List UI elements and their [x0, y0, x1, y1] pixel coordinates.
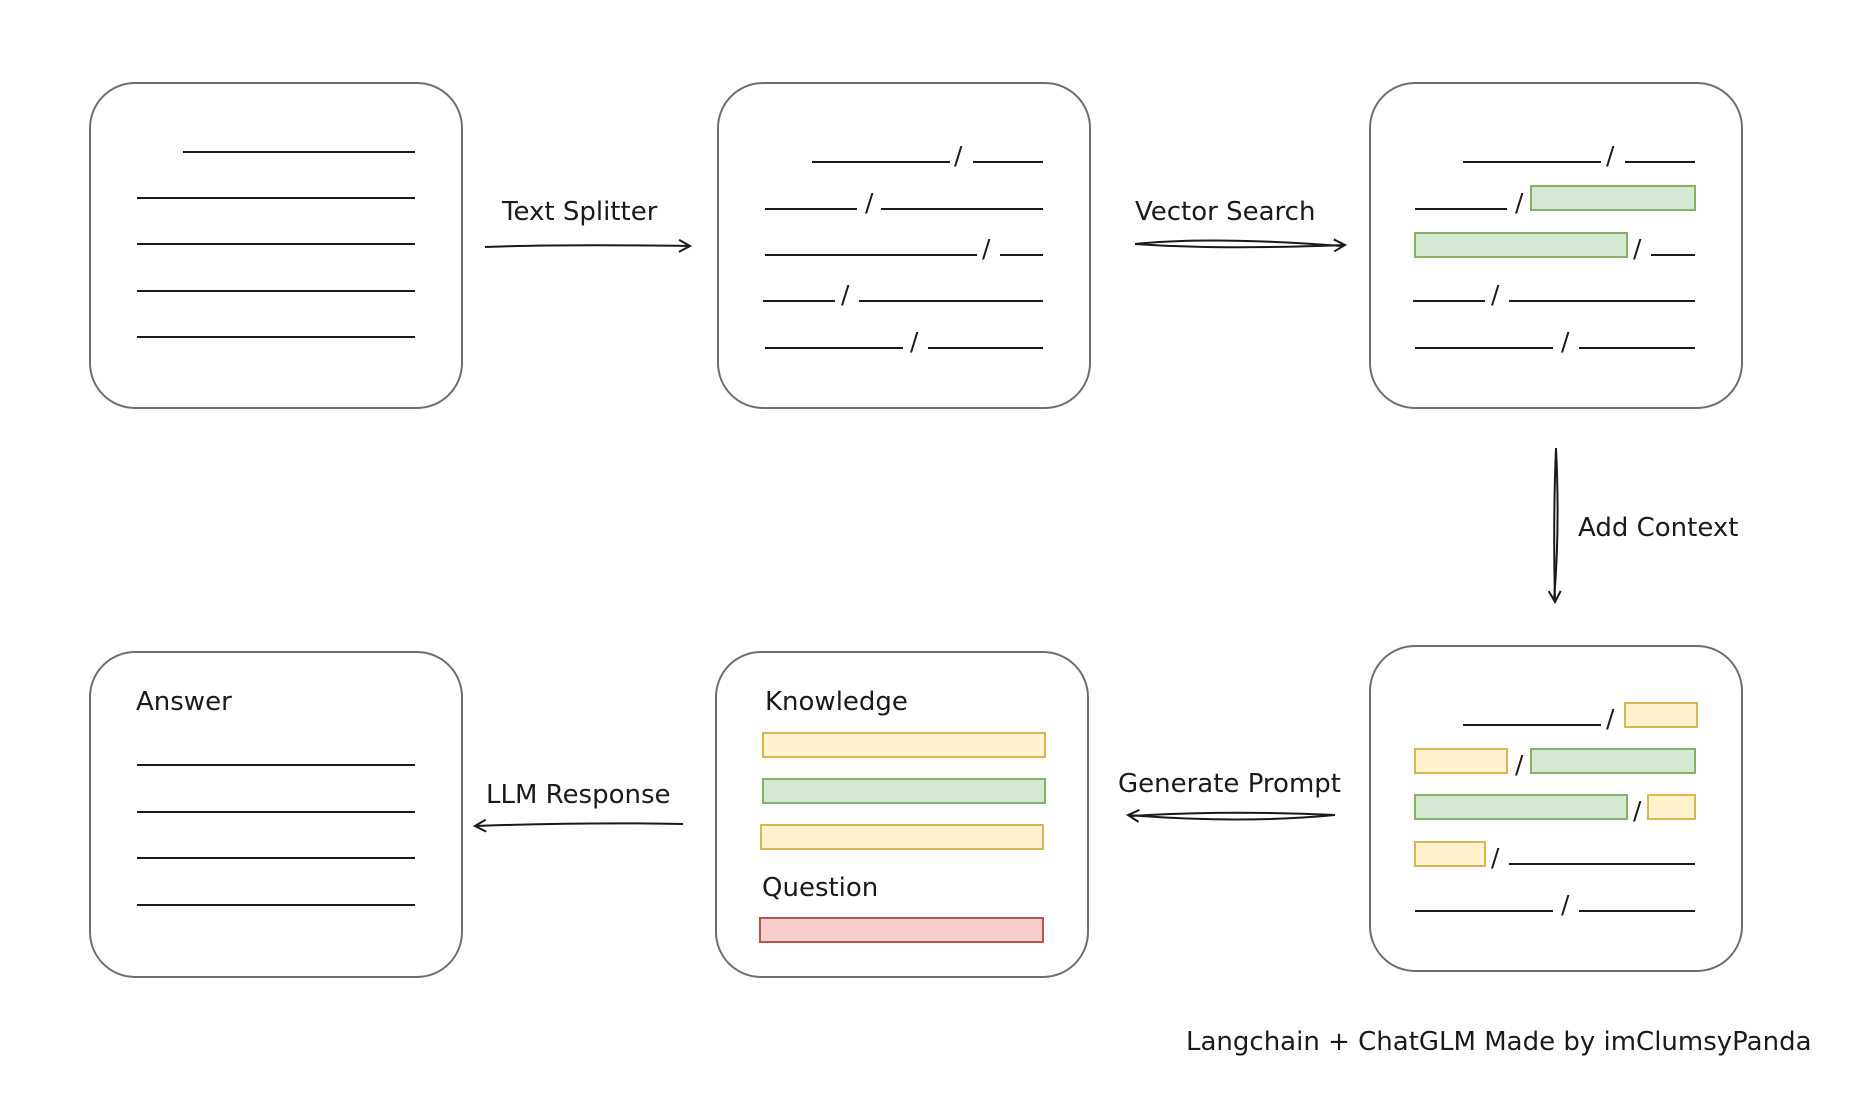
card-prompt: Knowledge Question: [715, 651, 1089, 978]
step-text-splitter: Text Splitter: [484, 197, 690, 247]
svg-text:/: /: [1491, 843, 1500, 872]
chunk-row: /: [1414, 232, 1695, 263]
step-add-context: Add Context: [1553, 447, 1738, 602]
svg-text:/: /: [841, 280, 850, 309]
chunk-row: /: [1463, 702, 1698, 733]
knowledge-block: [762, 732, 1046, 758]
prompt-chunk-highlight: [1414, 841, 1486, 867]
svg-text:/: /: [1561, 890, 1570, 919]
arrow-stroke: [1553, 447, 1559, 601]
prompt-chunk-highlight: [1624, 702, 1698, 728]
chunk-row: /: [765, 234, 1043, 263]
answer-title: Answer: [136, 687, 232, 717]
step-label: LLM Response: [486, 780, 671, 810]
question-block: [759, 917, 1044, 943]
chunk-row: /: [1414, 794, 1696, 825]
arrow-stroke: [1134, 239, 1343, 247]
knowledge-block: [762, 778, 1046, 804]
card-search-matches: / / / / /: [1369, 82, 1743, 409]
step-label: Generate Prompt: [1118, 769, 1341, 799]
chunk-row: /: [1414, 841, 1695, 872]
card-answer: Answer: [89, 651, 463, 978]
chunk-row: /: [765, 188, 1043, 217]
step-label: Vector Search: [1135, 197, 1315, 227]
step-generate-prompt: Generate Prompt: [1118, 769, 1341, 820]
step-label: Text Splitter: [501, 197, 658, 227]
step-vector-search: Vector Search: [1134, 197, 1345, 247]
knowledge-block: [760, 824, 1044, 850]
card-split-chunks: / / / / /: [717, 82, 1091, 409]
matched-chunk-highlight: [1414, 794, 1628, 820]
svg-text:/: /: [910, 327, 919, 356]
chunk-row: /: [812, 141, 1043, 170]
svg-text:/: /: [1606, 704, 1615, 733]
card-context-chunks: / / / / /: [1369, 645, 1743, 972]
footer-credit: Langchain + ChatGLM Made by imClumsyPand…: [1186, 1027, 1812, 1057]
knowledge-title: Knowledge: [765, 687, 908, 717]
chunk-row: /: [1414, 748, 1696, 779]
prompt-chunk-highlight: [1414, 748, 1508, 774]
chunk-row: /: [1463, 141, 1695, 170]
svg-text:/: /: [954, 141, 963, 170]
svg-text:/: /: [1633, 796, 1642, 825]
chunk-row: /: [1415, 890, 1695, 919]
matched-chunk-highlight: [1530, 185, 1696, 211]
arrow-right-icon: [1134, 244, 1345, 247]
chunk-row: /: [763, 280, 1043, 309]
svg-text:/: /: [1633, 234, 1642, 263]
arrow-left-icon: [475, 823, 684, 826]
question-title: Question: [762, 873, 878, 903]
arrow-stroke: [1129, 811, 1336, 817]
svg-text:/: /: [1515, 188, 1524, 217]
chunk-row: /: [1415, 185, 1696, 217]
matched-chunk-highlight: [1414, 232, 1628, 258]
chunk-row: /: [765, 327, 1043, 356]
card-source-document: [89, 82, 463, 409]
svg-text:/: /: [865, 188, 874, 217]
svg-text:/: /: [1515, 750, 1524, 779]
matched-chunk-highlight: [1530, 748, 1696, 774]
step-llm-response: LLM Response: [475, 780, 684, 826]
svg-text:/: /: [1606, 141, 1615, 170]
chunk-row: /: [1415, 327, 1695, 356]
arrow-left-icon: [1128, 815, 1336, 820]
svg-text:/: /: [1561, 327, 1570, 356]
arrow-right-icon: [484, 245, 690, 247]
svg-text:/: /: [1491, 280, 1500, 309]
prompt-chunk-highlight: [1647, 794, 1696, 820]
step-label: Add Context: [1578, 513, 1738, 543]
svg-text:/: /: [982, 234, 991, 263]
chunk-row: /: [1413, 280, 1695, 309]
